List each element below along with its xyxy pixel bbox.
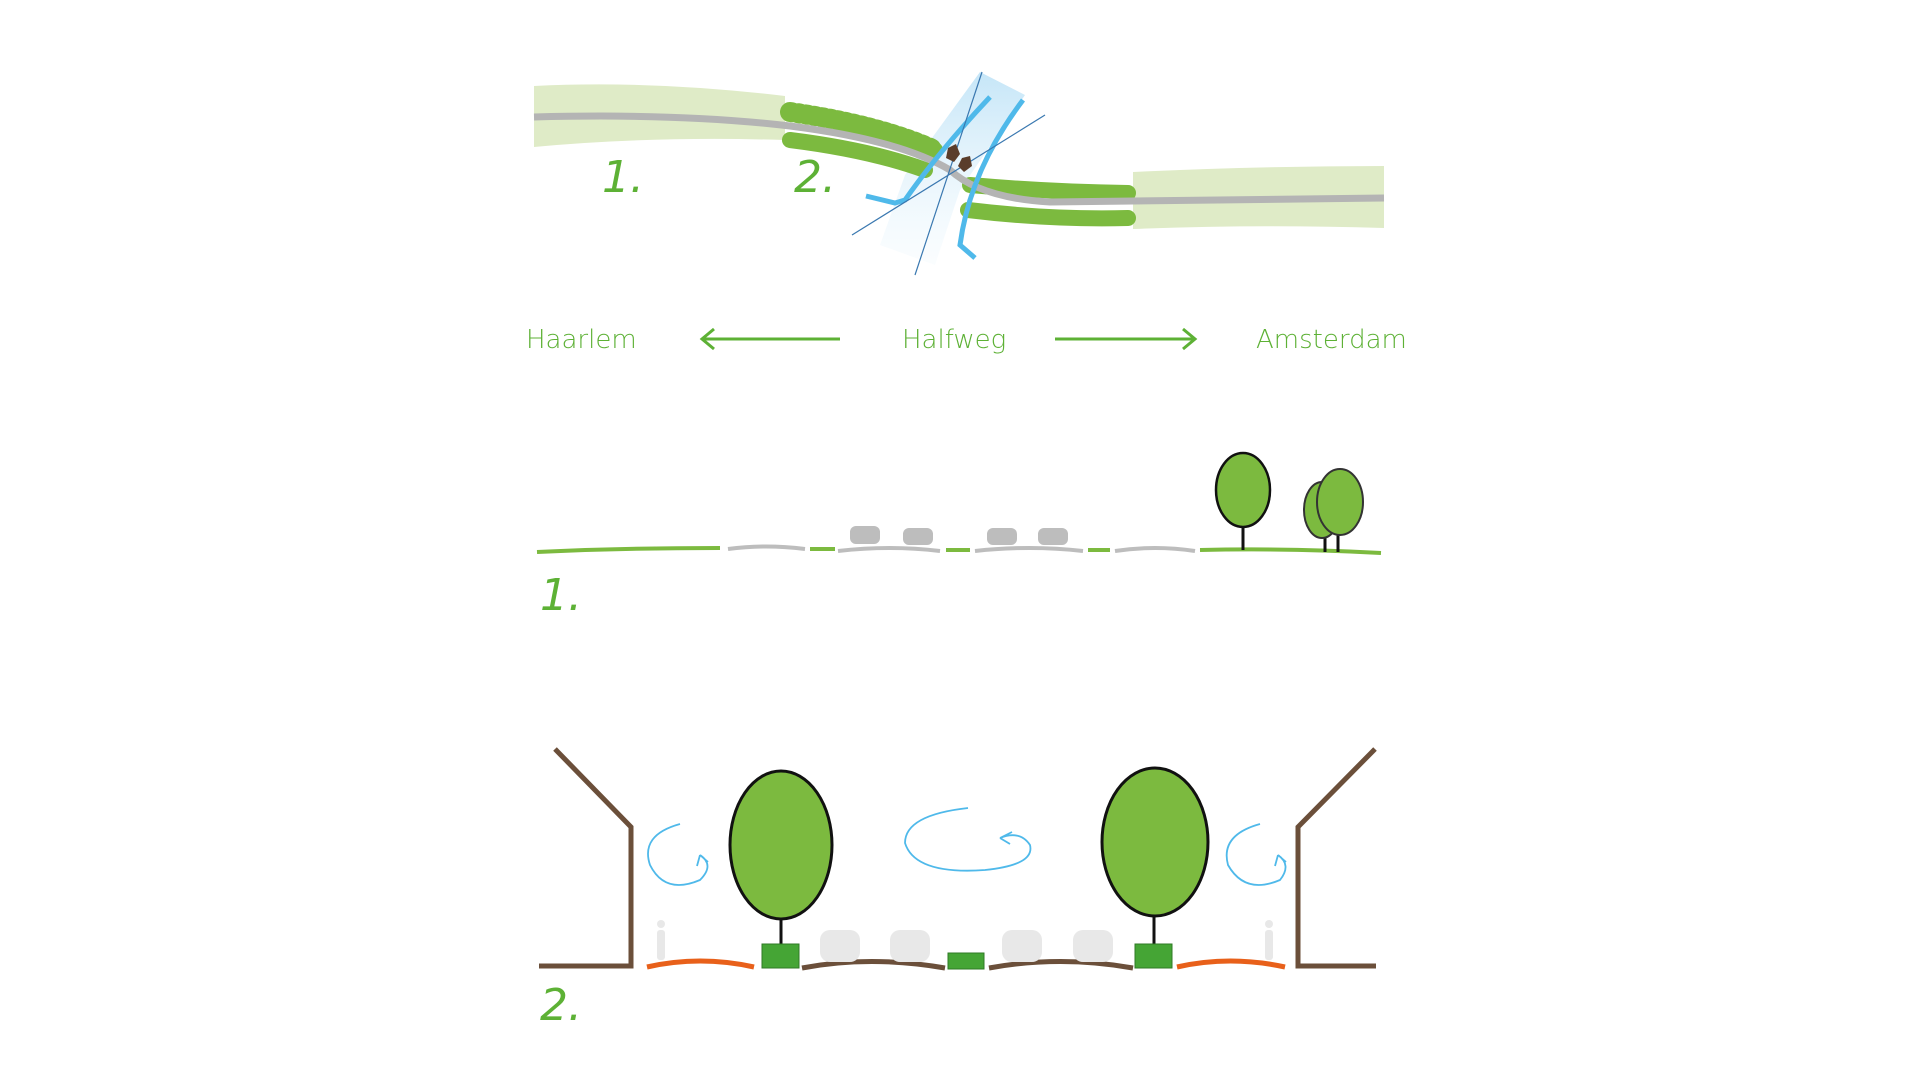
car-icon xyxy=(987,528,1017,545)
road-surface xyxy=(974,546,1084,553)
tree-icon xyxy=(1214,451,1272,550)
hedge-planter xyxy=(947,952,985,970)
hedge-planter xyxy=(761,943,800,969)
map-label-1: 1. xyxy=(602,152,644,203)
road-line xyxy=(533,112,1385,206)
hedge-band-4 xyxy=(960,202,1136,227)
section-1-label: 1. xyxy=(540,570,582,621)
road-right xyxy=(988,959,1134,971)
car-icon xyxy=(1038,528,1068,545)
car-icon xyxy=(903,528,933,545)
airflow-swirl-icon xyxy=(904,807,1032,872)
city-amsterdam: Amsterdam xyxy=(1256,325,1407,355)
road-surface xyxy=(837,546,941,553)
cross-section-1: 1. xyxy=(536,451,1382,621)
car-icon xyxy=(850,526,880,544)
rail-line-1 xyxy=(914,71,983,276)
grass-strip xyxy=(1199,547,1382,555)
city-haarlem: Haarlem xyxy=(526,325,637,355)
map-label-2: 2. xyxy=(794,152,836,203)
tree-icon xyxy=(728,769,834,945)
cross-section-2: 2. xyxy=(539,747,1377,1031)
airflow-swirl-icon xyxy=(1225,823,1287,886)
sidewalk-left xyxy=(646,958,755,970)
hedge-band-2 xyxy=(782,132,933,178)
arrow-right-icon xyxy=(1055,327,1198,351)
building-right xyxy=(1295,747,1377,969)
hedge-planter xyxy=(1134,943,1173,969)
river-line-right xyxy=(957,98,1025,260)
tree-icon xyxy=(1303,468,1364,552)
car-icon xyxy=(1073,930,1113,962)
river-line-left xyxy=(865,95,992,206)
sidewalk-right xyxy=(1176,958,1286,970)
building-left xyxy=(539,747,634,969)
grass-strip xyxy=(536,546,721,554)
direction-row: Haarlem Halfweg Amsterdam xyxy=(526,325,1407,355)
pedestrian-icon xyxy=(657,920,665,960)
building-marker xyxy=(958,156,972,172)
road-surface xyxy=(727,544,806,551)
city-halfweg: Halfweg xyxy=(902,325,1006,355)
hedge-band-3 xyxy=(962,177,1136,201)
car-icon xyxy=(820,930,860,962)
tree-icon xyxy=(1100,766,1210,945)
section-2-label: 2. xyxy=(540,980,582,1031)
rail-line-2 xyxy=(851,114,1046,236)
hedge-band-1b xyxy=(782,104,943,158)
car-icon xyxy=(1002,930,1042,962)
airflow-swirl-icon xyxy=(647,823,709,886)
route-map: 1. 2. xyxy=(533,71,1385,276)
arrow-left-icon xyxy=(699,327,840,351)
road-left xyxy=(801,959,946,971)
car-icon xyxy=(890,930,930,962)
road-surface xyxy=(1114,546,1196,553)
building-marker xyxy=(946,144,960,162)
pedestrian-icon xyxy=(1265,920,1273,960)
